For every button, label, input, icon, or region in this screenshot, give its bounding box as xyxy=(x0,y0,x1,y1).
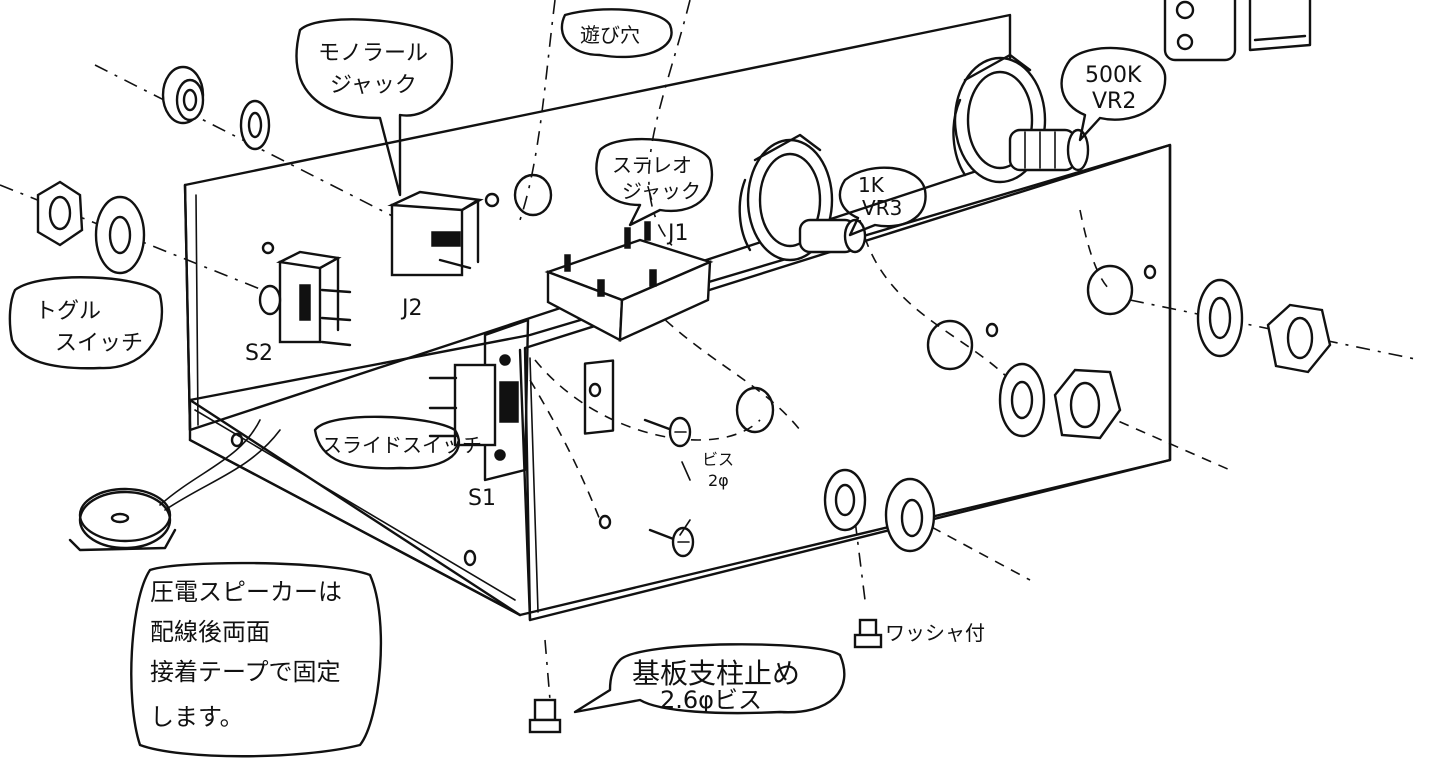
potentiometer-vr3 xyxy=(738,133,867,262)
nuts-and-washers xyxy=(36,65,1332,553)
standoff-screw-label-1: 基板支柱止め xyxy=(632,657,800,690)
stereo-jack-j1 xyxy=(544,221,714,342)
screw-label-1: ビス xyxy=(702,450,734,469)
toggle-switch-s2 xyxy=(258,250,352,347)
piezo-speaker xyxy=(68,419,281,552)
screw-label-2: 2φ xyxy=(708,471,729,490)
partial-component xyxy=(1163,0,1312,62)
j1-label: J1 xyxy=(666,221,689,246)
washer-label: ワッシャ付 xyxy=(885,621,985,645)
slide-switch-label: スライドスイッチ xyxy=(322,433,482,457)
play-hole-label: 遊び穴 xyxy=(580,23,640,47)
text-labels: モノラール ジャック 遊び穴 ステレオ ジャック 1K VR3 500K VR2… xyxy=(35,23,1142,731)
panel-holes xyxy=(230,173,1157,567)
s2-label: S2 xyxy=(245,341,273,366)
mono-jack-label-2: ジャック xyxy=(330,73,417,98)
vr2-label-2: VR2 xyxy=(1092,89,1136,114)
potentiometer-vr2 xyxy=(952,53,1090,184)
toggle-switch-label-2: スイッチ xyxy=(55,331,143,356)
vr3-label-2: VR3 xyxy=(862,196,902,220)
mono-jack-j2 xyxy=(387,190,484,277)
speaker-note-line-4: します。 xyxy=(150,703,244,731)
stereo-jack-label-1: ステレオ xyxy=(612,153,692,177)
chassis xyxy=(183,13,1172,622)
stereo-jack-label-2: ジャック xyxy=(622,179,701,203)
speaker-note-line-3: 接着テープで固定 xyxy=(150,658,341,686)
speaker-note-line-1: 圧電スピーカーは xyxy=(150,578,342,606)
toggle-switch-label-1: トグル xyxy=(35,299,101,324)
mono-jack-label-1: モノラール xyxy=(318,41,428,66)
j2-label: J2 xyxy=(400,296,423,321)
vr3-label-1: 1K xyxy=(858,173,885,197)
standoff-screws xyxy=(528,618,883,734)
callouts xyxy=(8,8,1167,758)
speaker-note-line-2: 配線後両面 xyxy=(150,618,270,646)
slide-switch-s1 xyxy=(428,354,519,461)
s1-label: S1 xyxy=(468,486,496,511)
vr2-label-1: 500K xyxy=(1085,63,1142,88)
standoff-screw-label-2: 2.6φビス xyxy=(660,686,762,714)
screws xyxy=(643,416,695,558)
